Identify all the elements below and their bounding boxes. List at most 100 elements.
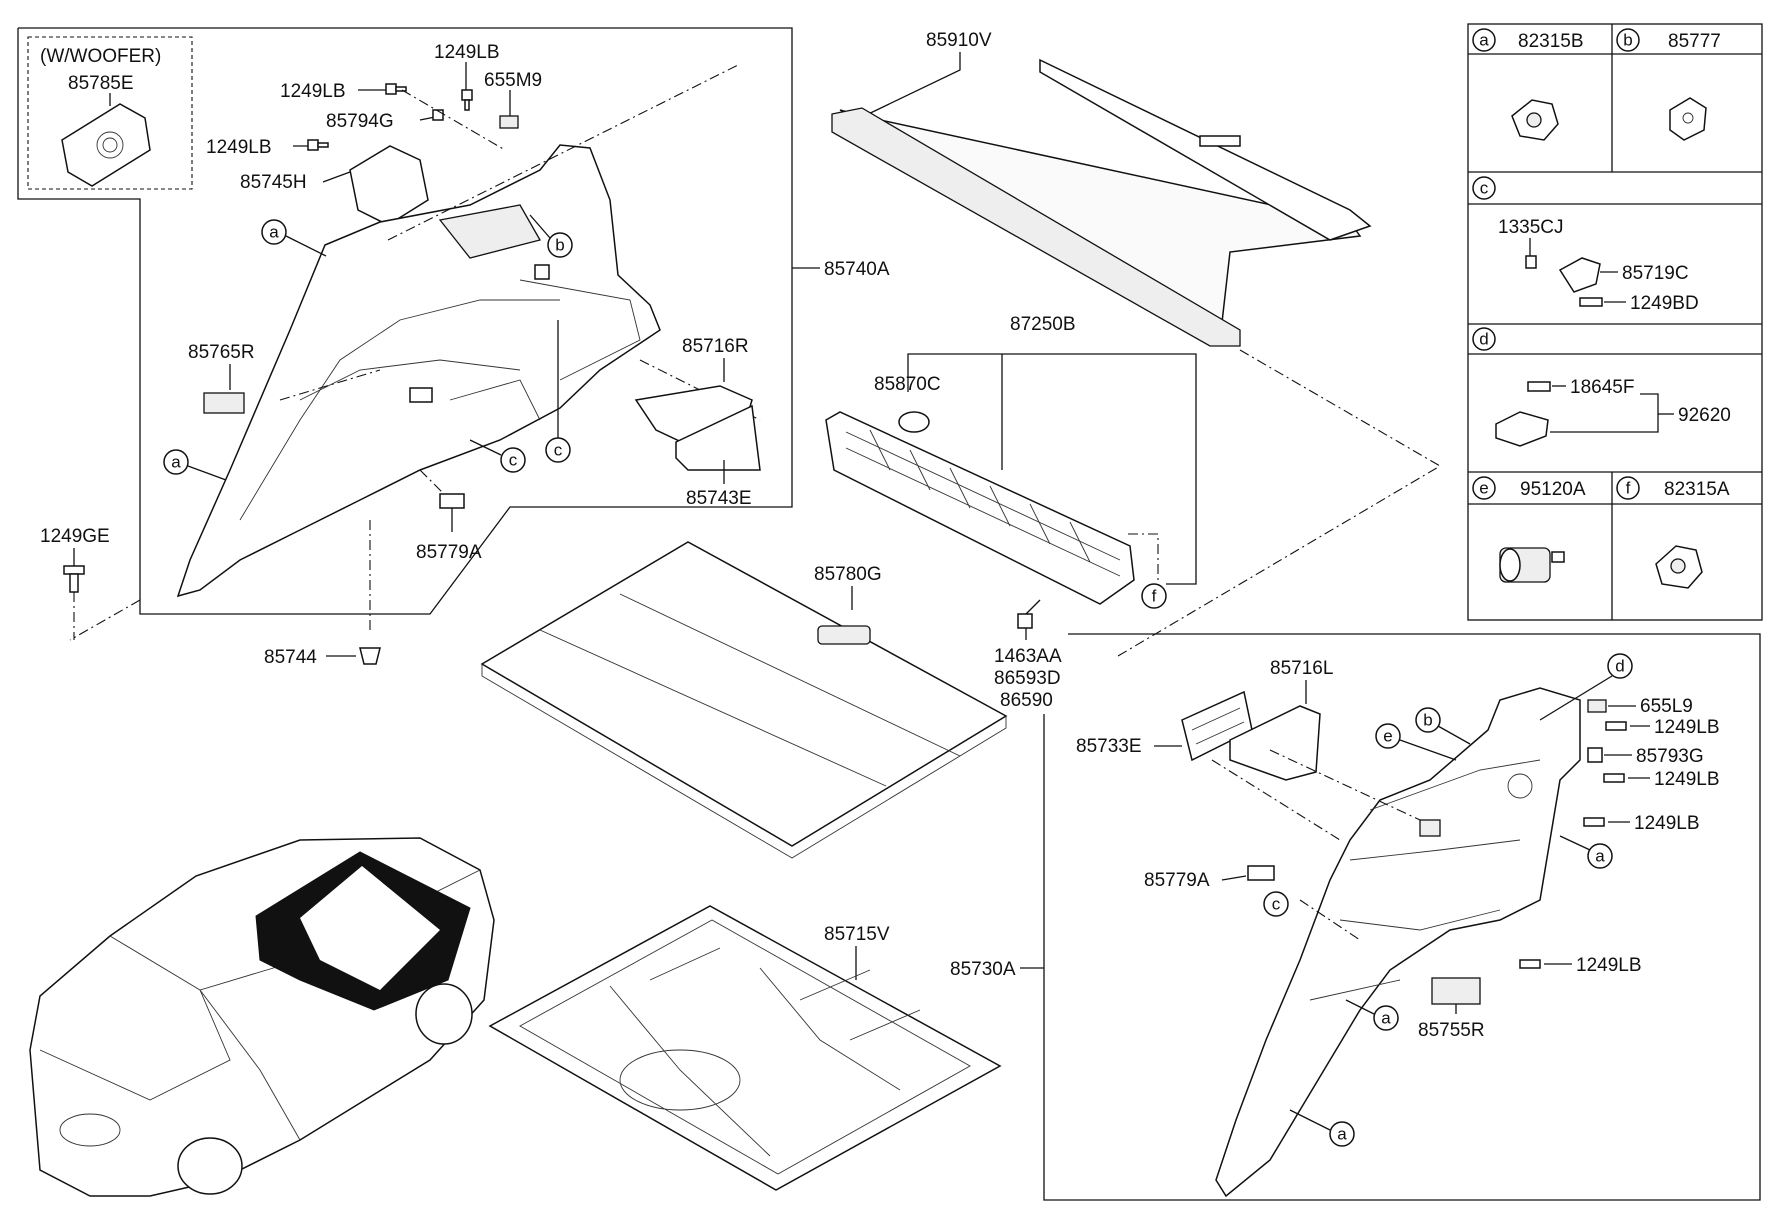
cargo-screen-tube	[831, 107, 1241, 347]
clip-icon	[1587, 747, 1603, 763]
label-85744: 85744	[264, 647, 317, 668]
svg-text:b: b	[1623, 31, 1632, 50]
leader	[279, 369, 381, 401]
callout-b: b	[547, 232, 573, 258]
leader	[1539, 675, 1613, 721]
callout-a: a	[163, 449, 189, 475]
leader	[1025, 599, 1041, 615]
label-85785E: 85785E	[68, 73, 134, 94]
clip-icon	[359, 647, 381, 665]
grommet-icon	[1669, 97, 1707, 141]
legend-callout-c: c	[1472, 176, 1496, 200]
svg-text:a: a	[1479, 31, 1489, 50]
cover-85716L	[1229, 705, 1321, 781]
switch-85779A	[439, 493, 465, 509]
leader	[187, 465, 227, 481]
legend-d-p2: 92620	[1678, 405, 1731, 426]
label-85755R: 85755R	[1418, 1020, 1485, 1041]
clip-icon	[1655, 545, 1703, 589]
leader	[469, 439, 502, 456]
legend-c-p3: 1249BD	[1630, 293, 1699, 314]
screw-icon	[63, 565, 85, 593]
svg-text:d: d	[1615, 657, 1624, 676]
leader	[1289, 1109, 1331, 1131]
scuff-plate	[825, 411, 1135, 605]
label-85716L: 85716L	[1270, 658, 1333, 679]
callout-c: c	[500, 447, 526, 473]
leader	[387, 63, 741, 241]
nut-icon	[1017, 613, 1033, 629]
svg-text:e: e	[1383, 727, 1392, 746]
leader	[1437, 725, 1471, 745]
label-1249LB-r1: 1249LB	[1654, 717, 1720, 738]
cargo-screen-group: 85910V	[831, 30, 1441, 467]
woofer-note: (W/WOOFER)	[40, 46, 161, 67]
legend-e-part: 95120A	[1520, 479, 1586, 500]
switch-85779A-right	[1247, 865, 1275, 881]
svg-text:c: c	[1480, 179, 1489, 198]
leader	[859, 52, 961, 119]
callout-a: a	[261, 219, 287, 245]
callout-c: c	[1263, 891, 1289, 917]
leader	[1211, 759, 1341, 841]
label-85733E: 85733E	[1076, 736, 1142, 757]
callout-c: c	[545, 437, 571, 463]
label-1249LB-top: 1249LB	[434, 42, 500, 63]
svg-text:f: f	[1626, 479, 1631, 498]
leader	[1345, 999, 1375, 1015]
svg-text:f: f	[1152, 587, 1157, 606]
legend-d-p1: 18645F	[1570, 377, 1634, 398]
speaker-assembly	[349, 145, 429, 226]
svg-text:e: e	[1479, 479, 1488, 498]
screw-icon	[1519, 959, 1541, 969]
legend-f-part: 82315A	[1664, 479, 1730, 500]
svg-text:d: d	[1479, 330, 1488, 349]
screw-icon	[385, 83, 407, 95]
label-86593D: 86593D	[994, 668, 1061, 689]
legend-a-part: 82315B	[1518, 31, 1584, 52]
svg-text:a: a	[269, 223, 279, 242]
bulb-icon	[1527, 381, 1551, 392]
label-1249LB-r2: 1249LB	[1654, 769, 1720, 790]
callout-d: d	[1607, 653, 1633, 679]
leader	[322, 171, 351, 183]
quarter-trim-panel-left	[176, 144, 661, 598]
label-85740A: 85740A	[824, 259, 890, 280]
left-trim-group: (W/WOOFER) 85785E 1249LB 1249LB 655M9 85…	[17, 27, 890, 668]
screw-icon	[1579, 297, 1603, 307]
label-85793G: 85793G	[1636, 746, 1704, 767]
label-85870C: 85870C	[874, 374, 941, 395]
label-85745H: 85745H	[240, 172, 307, 193]
label-85780G: 85780G	[814, 564, 882, 585]
power-outlet-icon	[1499, 547, 1565, 583]
leader	[1239, 349, 1441, 467]
right-trim-group: 85730A 85733E 85716L d e b a	[950, 465, 1761, 1201]
svg-text:a: a	[1381, 1009, 1391, 1028]
leader	[1559, 835, 1591, 851]
trim-cap-icon	[1558, 257, 1601, 293]
label-85910V: 85910V	[926, 30, 992, 51]
luggage-tray-group: 85715V	[488, 905, 1002, 1191]
label-87250B: 87250B	[1010, 314, 1076, 335]
label-1249LB-r4: 1249LB	[1576, 955, 1642, 976]
label-sticker	[203, 392, 245, 414]
label-85794G: 85794G	[326, 111, 394, 132]
leader	[1550, 393, 1659, 433]
label-85765R: 85765R	[188, 342, 255, 363]
legend-b-part: 85777	[1668, 31, 1721, 52]
legend-callout-b: b	[1616, 28, 1640, 52]
svg-text:a: a	[1337, 1125, 1347, 1144]
leader	[69, 599, 141, 641]
screw-icon	[1603, 773, 1625, 783]
legend-c-p2: 85719C	[1622, 263, 1689, 284]
clip-icon	[1587, 699, 1607, 713]
clip-icon	[1511, 99, 1559, 141]
screw-icon	[1583, 817, 1605, 827]
cargo-screen-rail	[1039, 58, 1372, 241]
label-sticker	[1431, 977, 1481, 1005]
label-1249LB-left: 1249LB	[280, 81, 346, 102]
label-85730A: 85730A	[950, 959, 1016, 980]
svg-text:a: a	[171, 453, 181, 472]
left-group-frame	[17, 27, 793, 615]
